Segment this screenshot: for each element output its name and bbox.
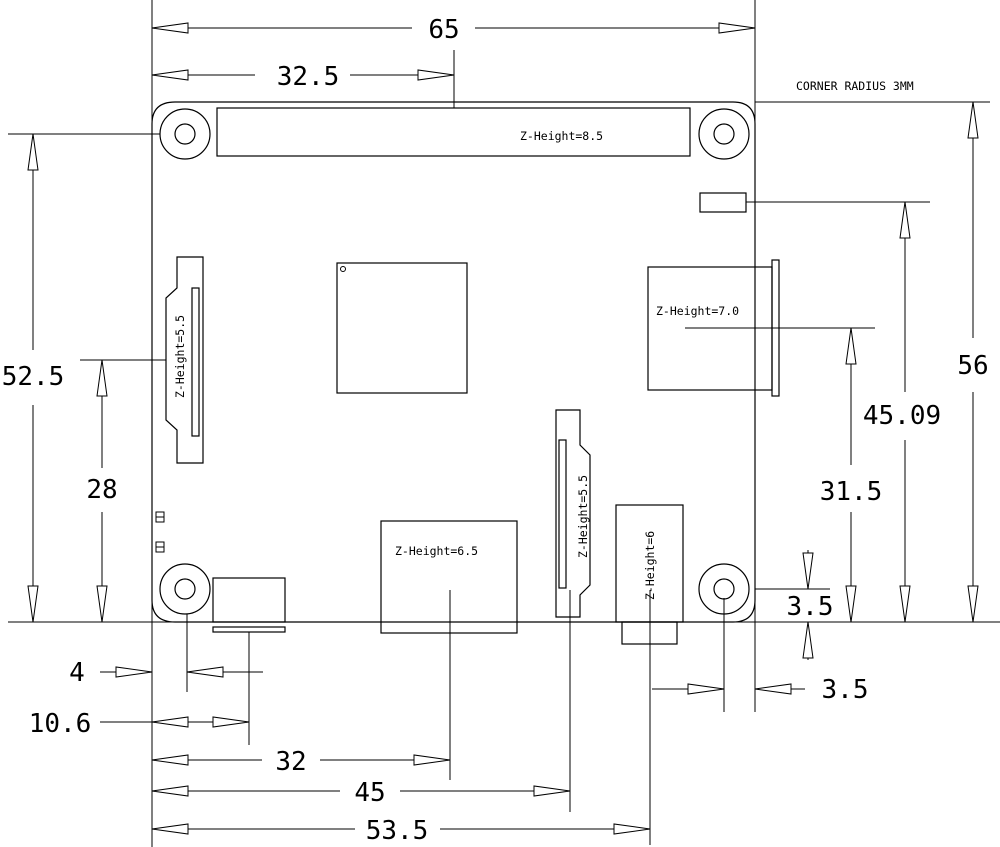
mounting-hole-top-left — [159, 108, 211, 160]
soc-chip — [336, 262, 468, 394]
dim-label-56: 56 — [957, 351, 988, 381]
dim-label-45-09: 45.09 — [863, 401, 941, 431]
ethernet-port: Z-Height=6.5 — [380, 520, 518, 634]
dim-label-52-5: 52.5 — [2, 362, 65, 392]
gpio-header: Z-Height=8.5 — [216, 107, 691, 157]
dim-label-45: 45 — [354, 778, 385, 808]
corner-radius-note: CORNER RADIUS 3MM — [796, 79, 914, 93]
dim-label-65: 65 — [428, 15, 459, 45]
dim-label-53-5: 53.5 — [366, 816, 429, 846]
led-icon — [155, 511, 165, 553]
dim-label-32-5: 32.5 — [277, 62, 340, 92]
dimension-lines — [27, 22, 979, 835]
audio-jack-label: Z-Height=6 — [643, 531, 657, 600]
mounting-hole-bottom-left — [159, 563, 211, 615]
small-connector — [699, 192, 747, 213]
dimension-labels: 65 32.5 52.5 28 56 45.09 31.5 3.5 3.5 4 … — [2, 15, 989, 846]
display-connector-label: Z-Height=5.5 — [173, 315, 187, 398]
camera-connector: Z-Height=5.5 — [555, 409, 591, 618]
mounting-hole-top-right — [698, 108, 750, 160]
usb-port-label: Z-Height=7.0 — [656, 304, 739, 318]
dim-label-32: 32 — [275, 747, 306, 777]
power-port — [212, 577, 286, 633]
dim-label-10-6: 10.6 — [29, 709, 92, 739]
extension-lines — [8, 0, 1000, 847]
dim-label-31-5: 31.5 — [820, 477, 883, 507]
dim-label-3-5-horizontal: 3.5 — [822, 675, 869, 705]
display-connector: Z-Height=5.5 — [165, 256, 204, 464]
dim-label-3-5-vertical: 3.5 — [787, 592, 834, 622]
ethernet-port-label: Z-Height=6.5 — [395, 544, 478, 558]
dim-label-28: 28 — [86, 475, 117, 505]
gpio-header-label: Z-Height=8.5 — [520, 129, 603, 143]
dim-label-4: 4 — [69, 658, 85, 688]
camera-connector-label: Z-Height=5.5 — [576, 475, 590, 558]
